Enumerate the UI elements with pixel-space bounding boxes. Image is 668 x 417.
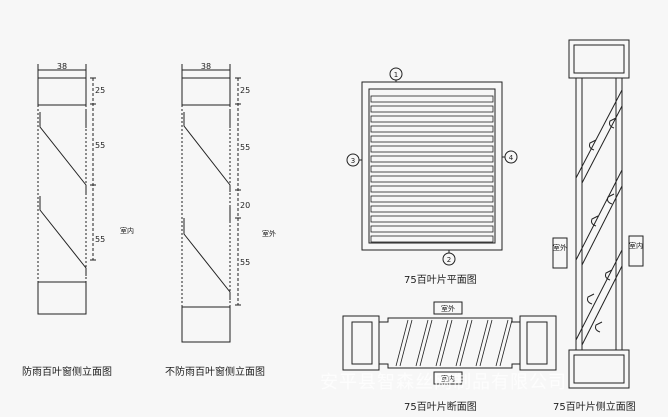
section-bottom-label: 室内 — [441, 374, 455, 383]
plan-louvers — [370, 95, 494, 243]
side-elevation-blades — [587, 117, 617, 333]
side-blade-hook — [607, 193, 615, 205]
side-caption: 75百叶片侧立面图 — [553, 400, 636, 413]
mid-dim-4: 55 — [240, 258, 250, 267]
mid-side-label: 室外 — [262, 229, 276, 238]
plan-louver — [370, 155, 494, 163]
mid-caption: 不防雨百叶窗侧立面图 — [165, 365, 265, 378]
side-blade-hook — [591, 215, 599, 227]
section-blade — [415, 319, 429, 367]
section-blade — [495, 319, 509, 367]
section-blade-edge — [399, 319, 413, 367]
plan-marker-1 — [389, 67, 403, 81]
mid-dim-3: 20 — [240, 201, 250, 210]
section-view — [342, 301, 557, 385]
side-blade-hook — [595, 321, 603, 333]
side-left-label-1: 室外 — [553, 243, 567, 252]
mid-bottom-box — [181, 306, 231, 343]
plan-marker-3-label: 3 — [351, 157, 355, 165]
side-blade-hook — [605, 269, 613, 281]
section-top-label: 室外 — [441, 304, 455, 313]
plan-louver — [370, 105, 494, 113]
plan-louver — [370, 205, 494, 213]
plan-louver — [370, 125, 494, 133]
section-blade — [455, 319, 469, 367]
section-blade-edge — [499, 319, 513, 367]
section-blade — [395, 319, 409, 367]
left-top-box — [37, 77, 87, 106]
left-caption: 防雨百叶窗侧立面图 — [22, 365, 112, 378]
section-bottom-label-box — [433, 371, 463, 385]
section-caption: 75百叶片断面图 — [404, 400, 477, 413]
plan-louver — [370, 195, 494, 203]
plan-louver — [370, 95, 494, 103]
side-blade-hook — [589, 139, 597, 151]
left-width-label: 38 — [57, 62, 67, 71]
section-blades — [395, 319, 513, 367]
plan-marker-1-label: 1 — [394, 71, 398, 79]
plan-marker-4-label: 4 — [509, 154, 514, 162]
plan-louver — [370, 175, 494, 183]
side-elevation-view — [552, 39, 644, 389]
plan-marker-4 — [504, 150, 518, 164]
left-dim-low: 55 — [95, 235, 105, 244]
side-right-label-box — [628, 235, 644, 267]
watermark: 安平县智森丝网制品有限公司 — [320, 372, 567, 393]
section-blade-edge — [479, 319, 493, 367]
left-dim-top: 25 — [95, 86, 105, 95]
side-right-label-1: 室内 — [629, 241, 643, 250]
section-blade — [475, 319, 489, 367]
plan-view — [346, 67, 518, 266]
plan-louver — [370, 235, 494, 243]
section-blade-edge — [459, 319, 473, 367]
side-blade-hook — [609, 117, 617, 129]
mid-dim-1: 25 — [240, 86, 250, 95]
section-blade-edge — [439, 319, 453, 367]
side-left-label-box — [552, 237, 568, 269]
plan-louver — [370, 145, 494, 153]
plan-caption: 75百叶片平面图 — [404, 273, 477, 286]
plan-louver — [370, 115, 494, 123]
plan-marker-3 — [346, 153, 360, 167]
mid-dim-2: 55 — [240, 143, 250, 152]
mid-top-box — [181, 77, 231, 106]
left-dim-mid: 55 — [95, 141, 105, 150]
mid-view — [181, 64, 241, 343]
left-view — [37, 64, 96, 315]
left-side-label: 室内 — [120, 226, 134, 235]
section-blade — [435, 319, 449, 367]
plan-louver — [370, 165, 494, 173]
plan-louver — [370, 225, 494, 233]
left-bottom-box — [37, 281, 87, 315]
plan-louver — [370, 215, 494, 223]
plan-marker-2 — [442, 252, 456, 266]
plan-louver — [370, 135, 494, 143]
plan-marker-2-label: 2 — [447, 256, 451, 264]
side-blade-hook — [587, 293, 595, 305]
section-blade-edge — [419, 319, 433, 367]
mid-width-label: 38 — [201, 62, 211, 71]
plan-louver — [370, 185, 494, 193]
section-top-label-box — [433, 301, 463, 315]
